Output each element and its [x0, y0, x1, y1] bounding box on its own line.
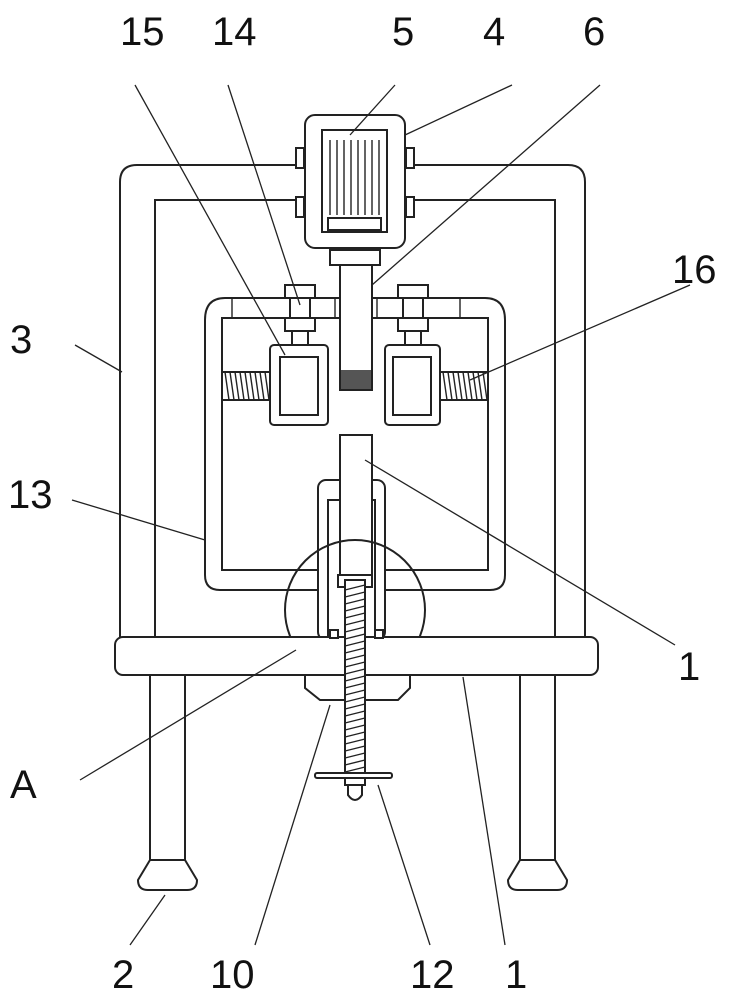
label-4: 4	[483, 12, 505, 52]
label-15: 15	[120, 12, 165, 52]
label-6: 6	[583, 12, 605, 52]
motor-assembly	[305, 115, 405, 265]
label-5: 5	[392, 12, 414, 52]
label-10: 10	[210, 955, 255, 995]
label-a: A	[10, 765, 37, 805]
label-13: 13	[8, 475, 53, 515]
label-3: 3	[10, 320, 32, 360]
label-14: 14	[212, 12, 257, 52]
label-16: 16	[672, 250, 717, 290]
label-1-right: 1	[678, 647, 700, 687]
label-1-bottom: 1	[505, 955, 527, 995]
label-2: 2	[112, 955, 134, 995]
label-12: 12	[410, 955, 455, 995]
upper-shaft	[340, 265, 372, 452]
